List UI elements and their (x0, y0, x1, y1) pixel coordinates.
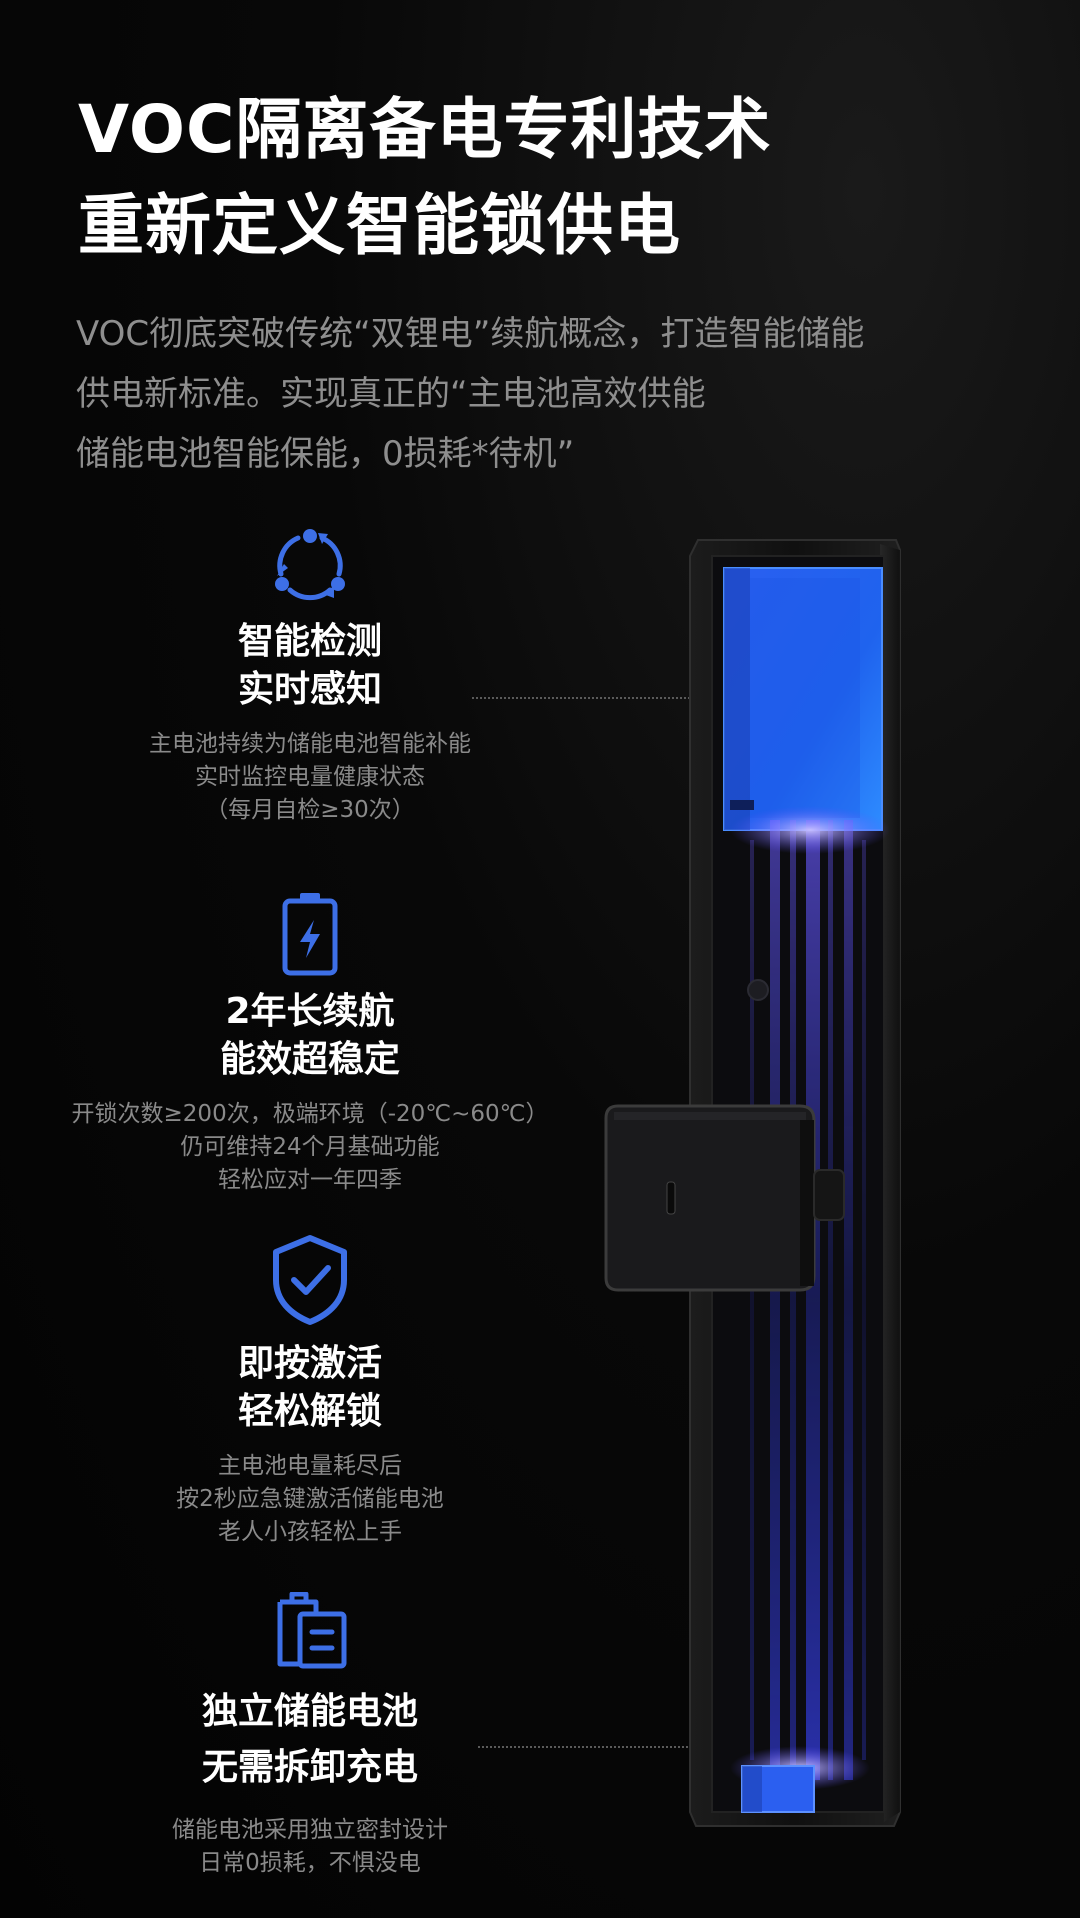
shield-check-icon (273, 1235, 347, 1325)
subtitle-line-2: 供电新标准。实现真正的“主电池高效供能 (76, 374, 706, 414)
feature-instant-activate: 即按激活 轻松解锁 主电池电量耗尽后 按2秒应急键激活储能电池 老人小孩轻松上手 (40, 1234, 580, 1549)
storage-battery-icon (277, 1592, 347, 1669)
callout-leader-line (472, 697, 742, 699)
intro-paragraph: VOC彻底突破传统“双锂电”续航概念，打造智能储能 供电新标准。实现真正的“主电… (76, 304, 1016, 484)
cycle-detect-icon (275, 529, 345, 601)
callout-leader-line (478, 1746, 748, 1748)
feature-heading-line: 能效超稳定 (219, 1039, 400, 1080)
subtitle-line-3: 储能电池智能保能，0损耗*待机” (76, 434, 575, 474)
subtitle-line-1: VOC彻底突破传统“双锂电”续航概念，打造智能储能 (76, 314, 865, 354)
feature-desc-line: 仍可维持24个月基础功能 (180, 1134, 440, 1160)
smart-lock-illustration (604, 539, 901, 1827)
feature-desc-line: 开锁次数≥200次，极端环境（-20℃~60℃） (71, 1101, 549, 1127)
feature-heading-line: 智能检测 (237, 621, 382, 662)
feature-heading-line: 独立储能电池 (201, 1691, 418, 1732)
feature-smart-detect: 智能检测 实时感知 主电池持续为储能电池智能补能 实时监控电量健康状态 （每月自… (40, 524, 580, 827)
feature-desc-line: 轻松应对一年四季 (218, 1167, 402, 1193)
battery-charge-icon (282, 893, 338, 976)
feature-heading-line: 即按激活 (237, 1343, 382, 1384)
feature-desc-line: 按2秒应急键激活储能电池 (176, 1486, 444, 1512)
title-line-1: VOC隔离备电专利技术 (78, 91, 772, 168)
page-title: VOC隔离备电专利技术 重新定义智能锁供电 (78, 82, 978, 274)
feature-desc-line: 日常0损耗，不惧没电 (199, 1850, 421, 1876)
feature-desc-line: 储能电池采用独立密封设计 (172, 1817, 448, 1843)
feature-desc-line: 主电池持续为储能电池智能补能 (149, 731, 471, 757)
feature-long-battery: 2年长续航 能效超稳定 开锁次数≥200次，极端环境（-20℃~60℃） 仍可维… (40, 890, 580, 1197)
feature-storage-battery: 独立储能电池 无需拆卸充电 储能电池采用独立密封设计 日常0损耗，不惧没电 (40, 1592, 580, 1880)
feature-heading-line: 轻松解锁 (237, 1391, 382, 1432)
feature-desc-line: 主电池电量耗尽后 (218, 1453, 402, 1479)
feature-heading-line: 2年长续航 (225, 991, 395, 1032)
title-line-2: 重新定义智能锁供电 (78, 187, 681, 264)
feature-desc-line: 老人小孩轻松上手 (218, 1519, 402, 1545)
feature-desc-line: （每月自检≥30次） (205, 797, 415, 823)
feature-heading-line: 实时感知 (237, 669, 382, 710)
feature-heading-line: 无需拆卸充电 (201, 1747, 418, 1788)
feature-desc-line: 实时监控电量健康状态 (195, 764, 425, 790)
